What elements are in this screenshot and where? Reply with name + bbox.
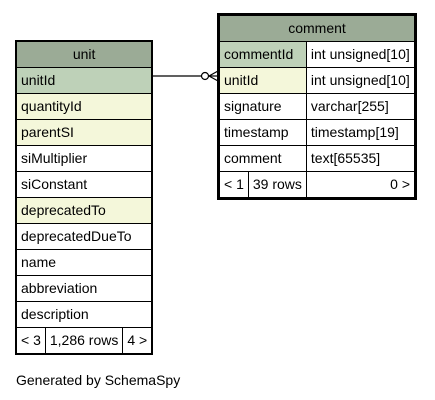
comment-column-timestamp[interactable]: timestamp xyxy=(218,119,307,146)
unit-table-title[interactable]: unit xyxy=(15,40,153,68)
comment-column-signature-type: varchar[255] xyxy=(305,93,417,120)
unit-children-link[interactable]: 4 > xyxy=(122,327,153,355)
comment-row-count: 39 rows xyxy=(247,171,307,199)
unit-table[interactable]: unit unitId quantityId parentSI siMultip… xyxy=(15,40,154,355)
comment-column-commentid-type: int unsigned[10] xyxy=(305,41,417,68)
comment-column-comment-type: text[65535] xyxy=(305,145,417,172)
unit-column-deprecatedduetoo[interactable]: deprecatedDueTo xyxy=(15,223,153,250)
comment-column-unitid[interactable]: unitId xyxy=(218,67,307,94)
unit-column-simultiplier[interactable]: siMultiplier xyxy=(15,145,153,172)
unit-column-name[interactable]: name xyxy=(15,249,153,276)
unit-column-description[interactable]: description xyxy=(15,301,153,328)
unit-column-abbreviation[interactable]: abbreviation xyxy=(15,275,153,302)
comment-table-title[interactable]: comment xyxy=(218,14,416,42)
crowfoot-lower xyxy=(208,75,219,82)
comment-children-link[interactable]: 0 > xyxy=(305,171,417,199)
crowfoot-upper xyxy=(208,70,219,77)
unit-column-siconstant[interactable]: siConstant xyxy=(15,171,153,198)
unit-column-unitid[interactable]: unitId xyxy=(15,67,153,94)
comment-table[interactable]: comment commentId int unsigned[10] unitI… xyxy=(217,13,417,200)
comment-parents-link[interactable]: < 1 xyxy=(218,171,249,199)
comment-column-commentid[interactable]: commentId xyxy=(218,41,307,68)
optional-circle-marker xyxy=(200,71,210,81)
comment-column-signature[interactable]: signature xyxy=(218,93,307,120)
unit-column-quantityid[interactable]: quantityId xyxy=(15,93,153,120)
unit-row-count: 1,286 rows xyxy=(44,327,124,355)
comment-column-unitid-type: int unsigned[10] xyxy=(305,67,417,94)
unit-column-deprecatedto[interactable]: deprecatedTo xyxy=(15,197,153,224)
unit-parents-link[interactable]: < 3 xyxy=(15,327,46,355)
comment-column-timestamp-type: timestamp[19] xyxy=(305,119,417,146)
comment-column-comment[interactable]: comment xyxy=(218,145,307,172)
generated-by-text: Generated by SchemaSpy xyxy=(16,372,181,388)
unit-column-parentsi[interactable]: parentSI xyxy=(15,119,153,146)
